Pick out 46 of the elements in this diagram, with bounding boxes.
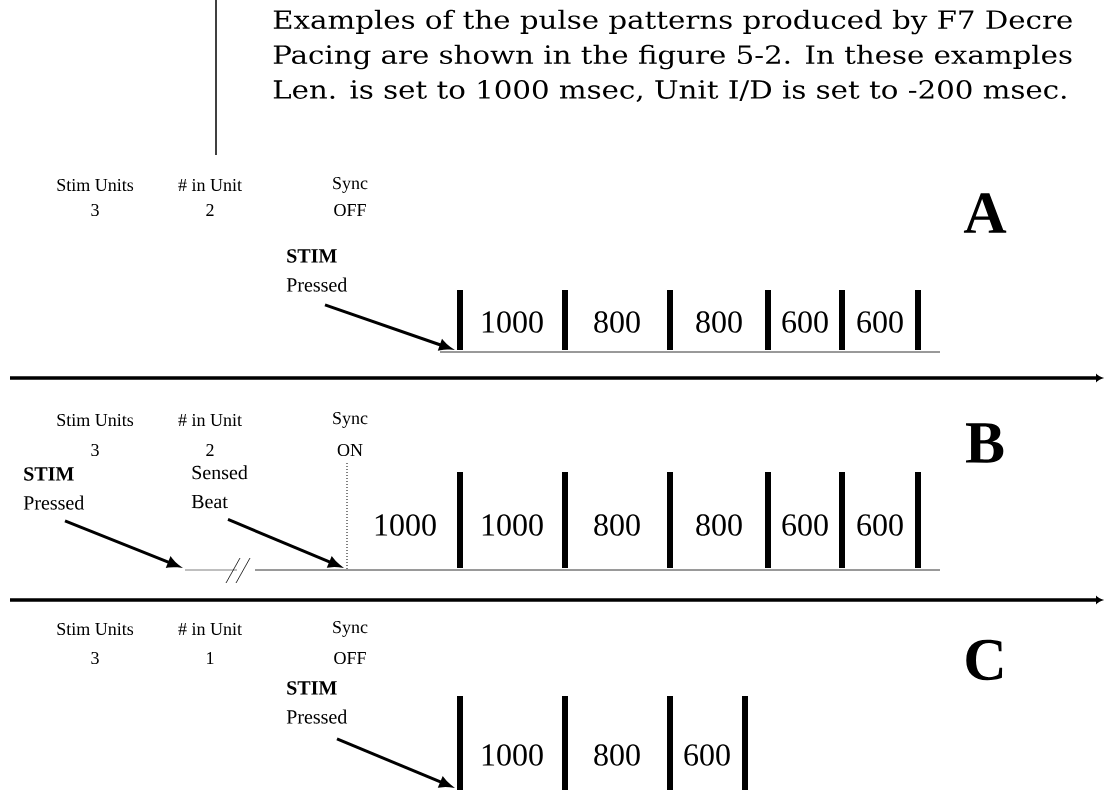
- interval-value: 600: [857, 311, 903, 333]
- column-header: Sync: [333, 412, 368, 428]
- setting-value: 2: [206, 444, 214, 456]
- interval-value: 600: [684, 744, 730, 766]
- column-header: # in Unit: [178, 178, 242, 192]
- interval-value: 600: [857, 514, 903, 536]
- arrow: [336, 737, 452, 788]
- column-header: Sync: [333, 621, 368, 637]
- setting-value: 3: [91, 651, 99, 665]
- paragraph-line: Examples of the pulse patterns produced by F7 Decre: [273, 9, 1072, 35]
- event-label: STIM Pressed: [23, 467, 85, 510]
- arrow: [227, 518, 341, 568]
- column-header: # in Unit: [178, 413, 242, 427]
- interval-value: 800: [696, 514, 742, 536]
- interval-value: 800: [696, 311, 742, 333]
- event-label: STIM Pressed: [286, 249, 348, 292]
- setting-value: 1: [207, 652, 214, 664]
- paragraph-line: Pacing are shown in the figure 5-2. In these examples: [273, 44, 1072, 70]
- setting-value: 3: [91, 443, 99, 457]
- setting-value: 3: [91, 203, 99, 217]
- setting-value: OFF: [334, 203, 366, 217]
- column-header: Stim Units: [57, 413, 134, 427]
- interval-value: 1000: [482, 311, 543, 333]
- interval-value: 600: [782, 514, 828, 536]
- interval-value: 1000: [375, 514, 436, 536]
- panel-letter: A: [963, 193, 1007, 233]
- column-header: # in Unit: [178, 622, 242, 636]
- setting-value: 2: [206, 204, 214, 216]
- interval-value: 1000: [482, 744, 543, 766]
- panel-letter: B: [966, 423, 1004, 463]
- interval-value: 800: [594, 514, 640, 536]
- event-label: STIM Pressed: [286, 681, 348, 724]
- interval-value: 600: [782, 311, 828, 333]
- panel-letter: C: [966, 639, 1003, 681]
- column-header: Stim Units: [57, 622, 134, 636]
- interval-value: 1000: [482, 514, 543, 536]
- arrow: [324, 303, 452, 351]
- column-header: Stim Units: [57, 178, 134, 192]
- interval-value: 800: [594, 311, 640, 333]
- interval-value: 800: [594, 744, 640, 766]
- setting-value: OFF: [334, 651, 366, 665]
- event-label: Sensed Beat: [191, 465, 248, 509]
- arrow: [64, 519, 180, 568]
- paragraph-line: Len. is set to 1000 msec, Unit I/D is set to -200 msec.: [273, 80, 1066, 102]
- setting-value: ON: [337, 443, 363, 457]
- column-header: Sync: [333, 177, 368, 193]
